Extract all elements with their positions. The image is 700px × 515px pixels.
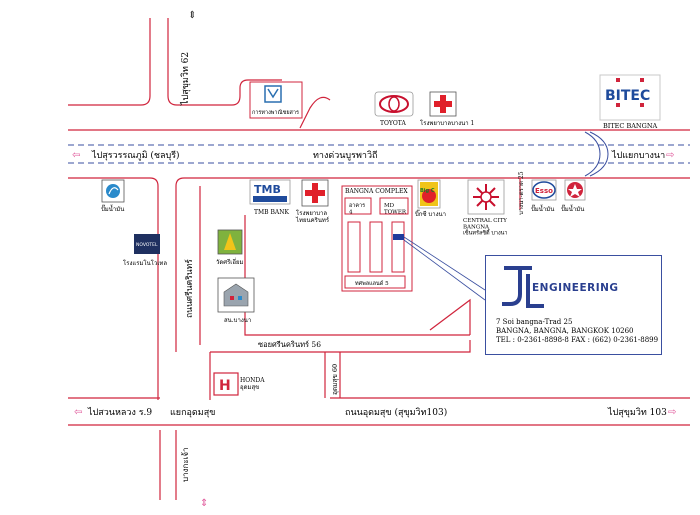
parking-grid xyxy=(347,221,405,273)
bigc-label: บิ๊กซี บางนา xyxy=(415,209,446,218)
arrow-top-icon: ⇕ xyxy=(188,10,196,21)
location-marker xyxy=(393,234,404,240)
hospital-bangna1-label: โรงพยาบาลบางนา 1 xyxy=(420,119,474,127)
tower-label: ทศพลแลนด์ 5 xyxy=(355,280,389,287)
road-label-to-chonburi: ไปสุรวรรณภูมิ (ชลบุรี) xyxy=(91,150,180,161)
tmb-bank-label: TMB BANK xyxy=(254,209,289,216)
road-label-srinakarin: ถนนศรีนครินทร์ xyxy=(184,259,195,318)
address-line-2: BANGNA, BANGNA, BANGKOK 10260 xyxy=(496,327,634,335)
building-icon xyxy=(223,283,249,307)
novotel-label: โรงแรมโนโวเทล xyxy=(123,259,167,267)
road-label-srinakarin-56: ซอยศรีนครินทร์ 56 xyxy=(258,340,321,349)
tmb-logo: TMB xyxy=(254,183,281,196)
road-network xyxy=(68,18,690,500)
company-name: ENGINEERING xyxy=(532,282,619,294)
esso-place: Esso ปั๊มน้ำมัน xyxy=(531,179,557,213)
caltex-label: ปั๊มน้ำมัน xyxy=(561,203,584,213)
toyota-place: TOYOTA xyxy=(374,91,414,127)
arrow-left2-icon: ⇦ xyxy=(74,407,82,418)
road-label-top: ไปสุขุมวิท 62 xyxy=(180,52,191,106)
sano-bangna-label: สน.บางนา xyxy=(224,317,251,324)
toyota-label: TOYOTA xyxy=(380,120,406,127)
thailand-post-label: การทางพาณิชยสาร xyxy=(252,109,299,116)
temple-icon xyxy=(224,233,236,250)
address-line-1: 7 Soi bangna-Trad 25 xyxy=(496,318,573,326)
bigc-place: Big C บิ๊กซี บางนา xyxy=(415,179,446,218)
srinakarin-hospital-place: โรงพยาบาลไทยนครินทร์ xyxy=(295,179,330,224)
wat-sri-iam-label: วัดศรีเอี่ยม xyxy=(216,258,243,266)
hospital-bangna1-place: โรงพยาบาลบางนา 1 xyxy=(420,91,474,127)
bitec-bangna-label: BITEC BANGNA xyxy=(603,122,658,130)
company-card: ENGINEERING 7 Soi bangna-Trad 25 BANGNA,… xyxy=(485,255,662,355)
road-label-udomsuk: ถนนอุดมสุข (สุขุมวิท103) xyxy=(345,407,447,418)
road-label-to-bangna: ไปแยกบางนา xyxy=(611,150,665,161)
esso-logo: Esso xyxy=(535,187,553,195)
jl-logo-icon xyxy=(502,266,544,308)
road-label-to-sukhumvit-103: ไปสุขุมวิท 103 xyxy=(607,407,667,418)
gas-station-icon xyxy=(106,184,120,198)
caltex-place: ปั๊มน้ำมัน xyxy=(561,179,586,213)
road-label-bangna-soi: บางนา-ตราด 25 xyxy=(518,171,525,215)
novotel-place: NOVOTEL โรงแรมโนโวเทล xyxy=(123,234,167,267)
wat-sri-iam-place: วัดศรีเอี่ยม xyxy=(216,229,243,266)
arrow-right2-icon: ⇨ xyxy=(668,407,676,418)
address-line-3: TEL : 0-2361-8898-8 FAX : (662) 0-2361-8… xyxy=(496,336,659,344)
toyota-logo-icon xyxy=(379,95,409,113)
arrow-right-icon: ⇨ xyxy=(666,150,674,161)
bitec-logo: BITEC xyxy=(605,88,650,104)
direction-arrows: ⇕ ⇦ ⇨ ⇦ ⇨ ⇕ xyxy=(72,10,676,509)
bangna-complex-label: BANGNA COMPLEX xyxy=(345,188,408,195)
honda-logo-icon: H xyxy=(219,378,231,394)
srinakarin-hospital-label: โรงพยาบาลไทยนครินทร์ xyxy=(295,209,330,224)
sano-bangna-place: สน.บางนา xyxy=(217,277,255,324)
gas-station-left-place: ปั๊มน้ำมัน xyxy=(101,179,125,213)
road-label-udomsuk-soi: อุดมสุข 60 xyxy=(331,364,339,395)
company-address: 7 Soi bangna-Trad 25 BANGNA, BANGNA, BAN… xyxy=(496,318,658,345)
thailand-post-place: การทางพาณิชยสาร xyxy=(249,81,303,119)
road-label-bangkachao: บางกะเจ้า xyxy=(181,447,190,482)
esso-label: ปั๊มน้ำมัน xyxy=(531,203,554,213)
arrow-bottom-icon: ⇕ xyxy=(200,498,208,509)
callout-lines xyxy=(403,236,486,301)
bigc-logo: Big C xyxy=(420,188,435,194)
tmb-bank-place: TMB TMB BANK xyxy=(249,179,291,216)
gas-station-left-label: ปั๊มน้ำมัน xyxy=(101,203,124,213)
road-label-to-suan-luang: ไปสวนหลวง ร.9 xyxy=(87,407,152,418)
expressway xyxy=(68,131,690,177)
road-label-udomsuk-intersection: แยกอุดมสุข xyxy=(170,408,215,418)
arrow-left-icon: ⇦ xyxy=(72,150,80,161)
bitec-place: BITEC BITEC BANGNA xyxy=(599,74,661,130)
novotel-logo: NOVOTEL xyxy=(136,242,158,248)
road-label-expressway: ทางด่วนบูรพาวิถี xyxy=(313,150,377,161)
